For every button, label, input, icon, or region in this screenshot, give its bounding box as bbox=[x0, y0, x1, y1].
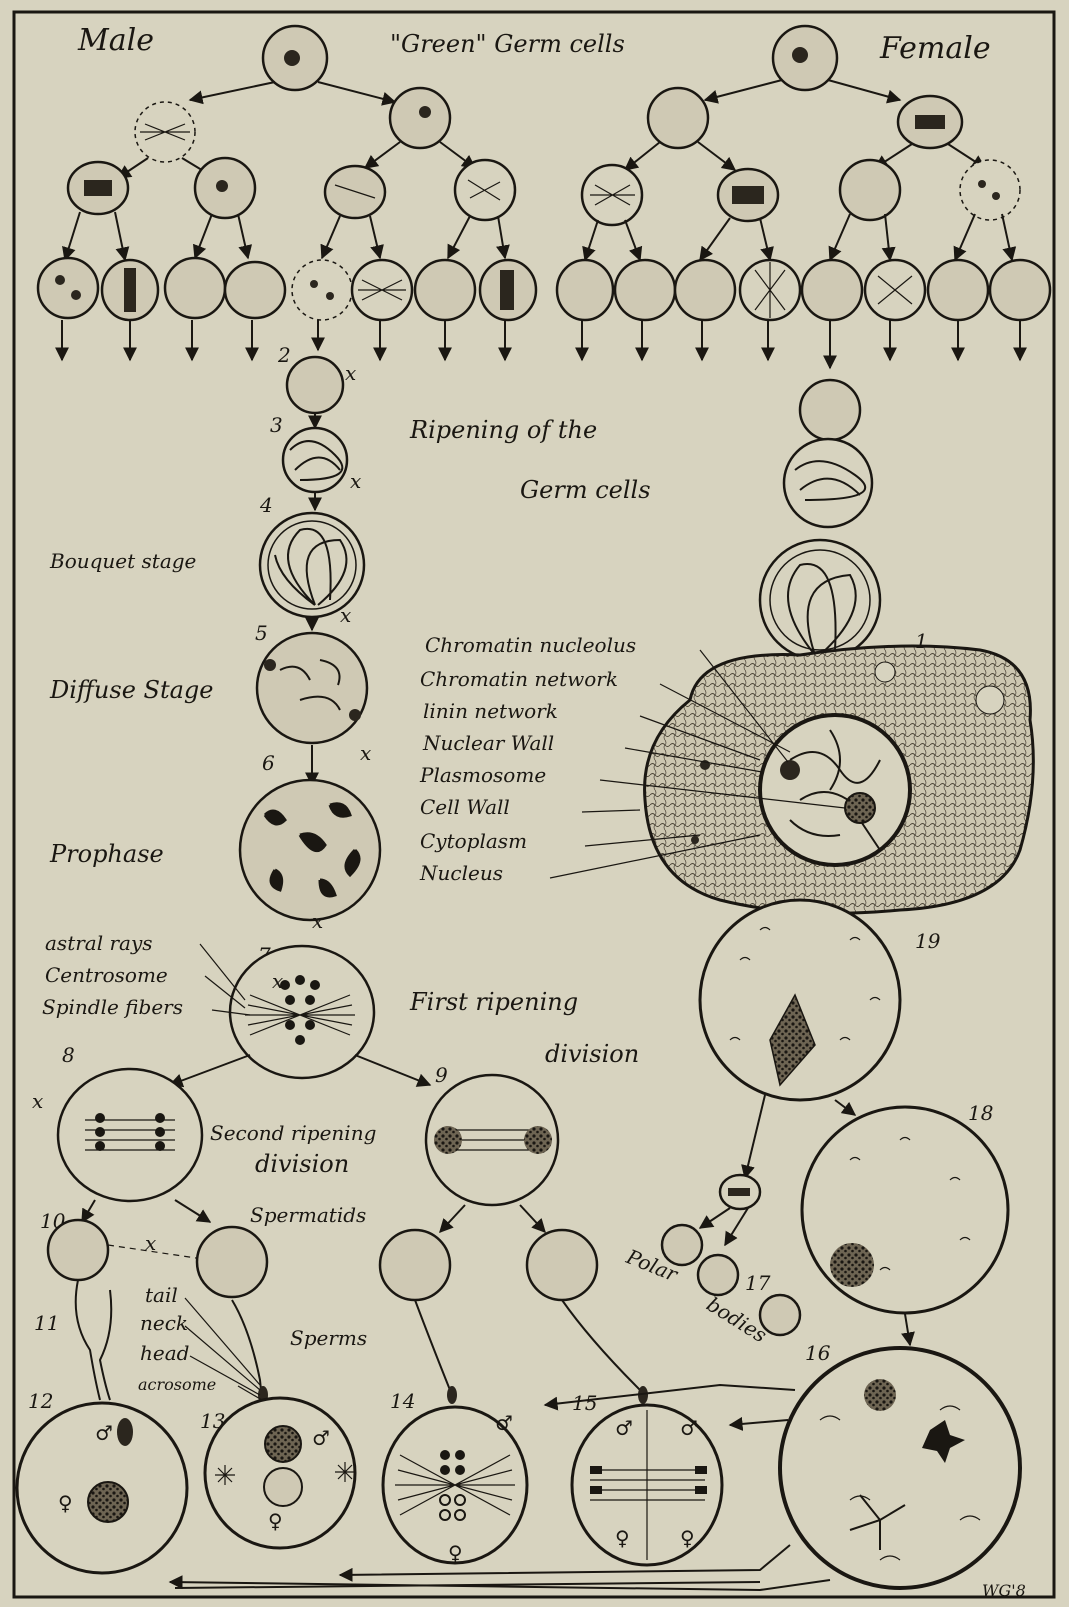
svg-text:4: 4 bbox=[259, 493, 273, 517]
svg-text:Cell Wall: Cell Wall bbox=[420, 795, 510, 819]
female-ripening-column bbox=[760, 380, 880, 660]
svg-text:1: 1 bbox=[915, 629, 928, 653]
zygote-13: 13 ♂ ♀ bbox=[200, 1398, 355, 1548]
label-prophase: Prophase bbox=[49, 840, 164, 868]
svg-text:Cytoplasm: Cytoplasm bbox=[420, 829, 527, 853]
svg-text:12: 12 bbox=[28, 1389, 53, 1413]
labelled-cell-1: 1 bbox=[645, 629, 1034, 913]
label-acrosome: acrosome bbox=[138, 1375, 216, 1394]
second-ripening-cell-8: 8 x bbox=[32, 1043, 202, 1201]
svg-text:♂: ♂ bbox=[680, 1416, 698, 1440]
svg-text:3: 3 bbox=[270, 413, 283, 437]
svg-text:Nucleus: Nucleus bbox=[419, 861, 503, 885]
label-bodies: bodies bbox=[702, 1292, 771, 1347]
label-bouquet-stage: Bouquet stage bbox=[49, 549, 196, 573]
heading-male: Male bbox=[77, 23, 154, 58]
svg-text:2: 2 bbox=[277, 343, 291, 367]
zygote-15: 15 ♂ ♂ ♀ ♀ bbox=[572, 1391, 722, 1565]
fertilized-egg-16: 16 bbox=[780, 1341, 1020, 1588]
label-second-ripening-1: Second ripening bbox=[210, 1121, 376, 1145]
svg-text:♀: ♀ bbox=[268, 1509, 283, 1533]
svg-text:x: x bbox=[340, 603, 351, 627]
heading-green-germ-cells: "Green" Germ cells bbox=[390, 30, 625, 58]
male-ripening-column: 2 x 3 x 4 x 5 x 6 x bbox=[240, 343, 380, 933]
svg-text:9: 9 bbox=[435, 1063, 448, 1087]
svg-text:♀: ♀ bbox=[448, 1541, 463, 1565]
label-astral-rays: astral rays bbox=[45, 931, 153, 955]
label-spermatids: Spermatids bbox=[250, 1203, 366, 1227]
svg-text:Chromatin nucleolus: Chromatin nucleolus bbox=[425, 633, 636, 657]
svg-text:16: 16 bbox=[805, 1341, 831, 1365]
svg-text:x: x bbox=[345, 361, 356, 385]
title-ripening-line1: Ripening of the bbox=[409, 416, 597, 444]
svg-text:♂: ♂ bbox=[95, 1421, 113, 1445]
label-first-ripening-2: division bbox=[545, 1040, 639, 1068]
svg-text:x: x bbox=[312, 909, 323, 933]
artist-signature: WG'8 bbox=[982, 1581, 1026, 1600]
zygote-12: 12 ♂ ♀ bbox=[17, 1389, 187, 1573]
label-second-ripening-2: division bbox=[255, 1150, 349, 1178]
label-centrosome: Centrosome bbox=[45, 963, 168, 987]
svg-text:linin network: linin network bbox=[423, 699, 558, 723]
label-diffuse-stage: Diffuse Stage bbox=[49, 676, 214, 704]
svg-text:14: 14 bbox=[390, 1389, 415, 1413]
svg-text:Nuclear Wall: Nuclear Wall bbox=[422, 731, 554, 755]
svg-text:8: 8 bbox=[62, 1043, 75, 1067]
label-head: head bbox=[140, 1341, 189, 1365]
oocyte-18: 18 bbox=[802, 1101, 1008, 1313]
svg-text:♀: ♀ bbox=[615, 1526, 630, 1550]
svg-text:x: x bbox=[272, 969, 283, 993]
label-tail: tail bbox=[145, 1283, 178, 1307]
svg-text:19: 19 bbox=[915, 929, 941, 953]
svg-text:x: x bbox=[350, 469, 361, 493]
male-lineage-tree bbox=[38, 26, 536, 360]
svg-text:♀: ♀ bbox=[58, 1491, 73, 1515]
svg-text:x: x bbox=[32, 1089, 43, 1113]
svg-text:18: 18 bbox=[968, 1101, 993, 1125]
svg-text:x: x bbox=[145, 1231, 156, 1255]
svg-text:5: 5 bbox=[255, 621, 268, 645]
label-sperms: Sperms bbox=[290, 1326, 367, 1350]
svg-text:15: 15 bbox=[572, 1391, 597, 1415]
female-lineage-tree bbox=[557, 26, 1050, 368]
first-ripening-cell-7: 7 x bbox=[230, 943, 374, 1078]
label-spindle-fibers: Spindle fibers bbox=[42, 995, 183, 1019]
svg-text:Chromatin network: Chromatin network bbox=[420, 667, 618, 691]
number-11: 11 bbox=[34, 1311, 59, 1335]
svg-text:Plasmosome: Plasmosome bbox=[419, 763, 546, 787]
svg-text:17: 17 bbox=[745, 1271, 771, 1295]
oocyte-19: 19 bbox=[700, 900, 941, 1100]
heading-female: Female bbox=[879, 31, 991, 66]
label-first-ripening-1: First ripening bbox=[409, 988, 578, 1016]
svg-text:♂: ♂ bbox=[495, 1411, 513, 1435]
svg-text:♀: ♀ bbox=[680, 1526, 695, 1550]
title-ripening-line2: Germ cells bbox=[520, 476, 651, 504]
zygote-14: 14 ♂ ♀ bbox=[383, 1389, 527, 1565]
svg-text:6: 6 bbox=[262, 751, 275, 775]
svg-text:♂: ♂ bbox=[312, 1426, 330, 1450]
second-ripening-cell-9: 9 bbox=[426, 1063, 558, 1205]
svg-text:♂: ♂ bbox=[615, 1416, 633, 1440]
label-neck: neck bbox=[140, 1311, 188, 1335]
svg-text:x: x bbox=[360, 741, 371, 765]
